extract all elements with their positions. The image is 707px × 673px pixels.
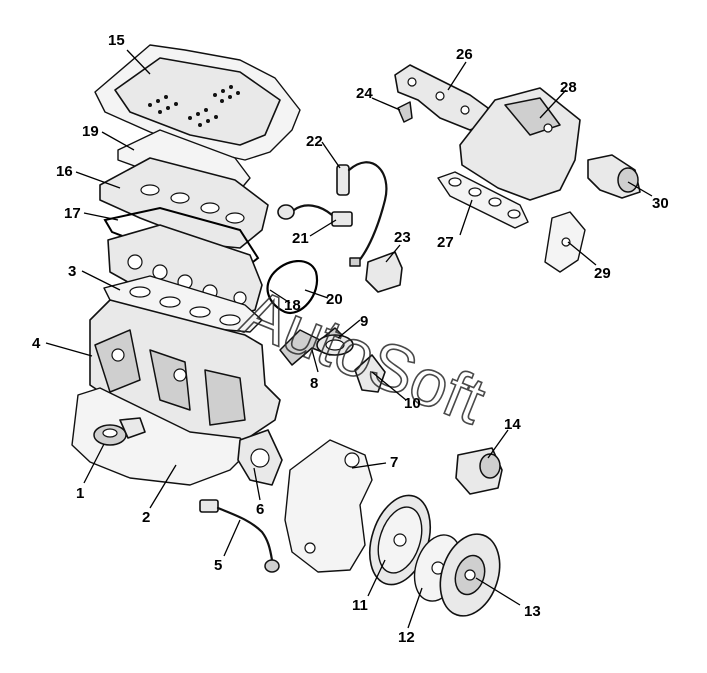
callout-19: 19: [82, 123, 99, 140]
callout-17: 17: [64, 205, 81, 222]
part-relay-box: [365, 251, 403, 293]
part-crank-pulley: [354, 354, 386, 393]
callout-13: 13: [524, 603, 541, 620]
callout-12: 12: [398, 629, 415, 646]
callout-23: 23: [394, 229, 411, 246]
part-engine-cover: [94, 44, 301, 161]
callout-21: 21: [292, 230, 309, 247]
part-adapter-plate: [284, 439, 373, 573]
callout-22: 22: [306, 133, 323, 150]
callout-11: 11: [352, 597, 368, 614]
callout-24: 24: [356, 85, 373, 102]
part-manifold-gasket: [437, 171, 529, 229]
callout-27: 27: [437, 234, 454, 251]
part-throttle-body: [587, 154, 641, 199]
part-pressure-plate: [439, 533, 501, 617]
part-sensor-clip: [277, 204, 353, 227]
part-intake-manifold: [459, 87, 581, 201]
part-bearing-shells: [316, 334, 354, 356]
callout-4: 4: [32, 335, 41, 352]
callout-29: 29: [594, 265, 611, 282]
callout-10: 10: [404, 395, 421, 412]
callout-16: 16: [56, 163, 73, 180]
part-flywheel: [369, 494, 431, 586]
part-oil-pan: [71, 387, 251, 486]
callout-labels: 1 2 3 4 5 6 7 8 9 10 11 12 13 14 15 16 1…: [32, 32, 669, 646]
callout-30: 30: [652, 195, 669, 212]
callout-5: 5: [214, 557, 222, 574]
part-timing-belt: [266, 260, 319, 315]
callout-1: 1: [76, 485, 84, 502]
callout-3: 3: [68, 263, 76, 280]
callout-leaders: [45, 49, 653, 629]
callout-7: 7: [390, 454, 398, 471]
part-starter-motor: [455, 447, 503, 495]
callout-26: 26: [456, 46, 473, 63]
callout-14: 14: [504, 416, 521, 433]
part-oil-filter: [93, 417, 146, 446]
callout-20: 20: [326, 291, 343, 308]
callout-9: 9: [360, 313, 368, 330]
callout-28: 28: [560, 79, 577, 96]
part-sensor-lead: [336, 161, 388, 267]
callout-15: 15: [108, 32, 125, 49]
callout-8: 8: [310, 375, 318, 392]
part-bracket: [544, 211, 586, 273]
part-rear-seal-housing: [237, 429, 283, 486]
callout-18: 18: [284, 297, 301, 314]
callout-6: 6: [256, 501, 264, 518]
part-sensor-harness: [199, 499, 280, 573]
callout-2: 2: [142, 509, 150, 526]
part-temp-sensor: [397, 101, 413, 123]
